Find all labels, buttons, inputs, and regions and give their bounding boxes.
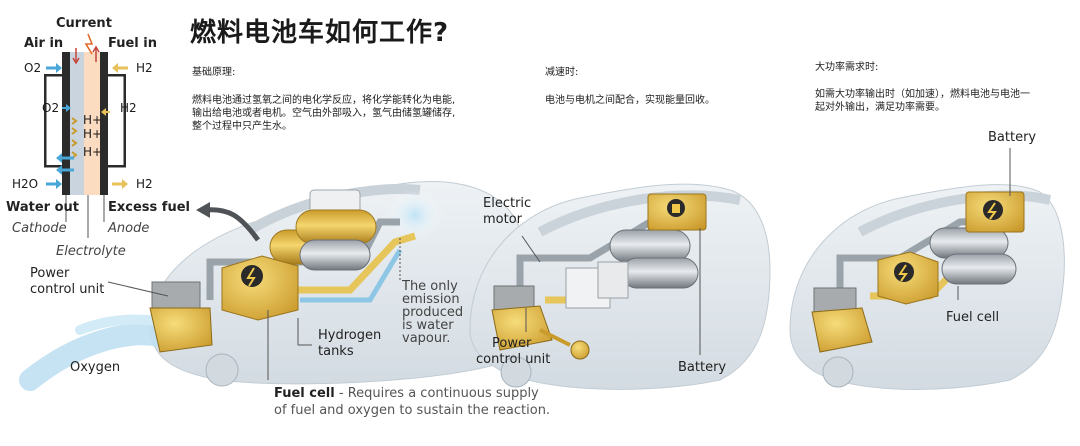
car2-pcu-line-2: control unit <box>476 352 550 367</box>
fuel-cell-term: Fuel cell <box>274 386 335 401</box>
car2-pcu-line-1: Power <box>492 336 531 351</box>
o2-top-label: O2 <box>24 61 41 75</box>
h2-mid-label: H2 <box>120 101 137 115</box>
fuel-cell-caption: Fuel cell - Requires a continuous supply <box>274 386 539 401</box>
motor-label-1: Electric <box>483 196 531 211</box>
car-3-illustration <box>790 148 1064 389</box>
emission-line-5: vapour. <box>402 332 450 346</box>
o2-mid-label: O2 <box>42 101 59 115</box>
electrolyte-label: Electrolyte <box>56 244 126 259</box>
current-label: Current <box>56 16 112 31</box>
cathode-label: Cathode <box>12 221 67 236</box>
fuel-in-label: Fuel in <box>108 36 157 51</box>
fuel-cell-desc-1: - Requires a continuous supply <box>335 386 539 401</box>
motor-label-2: motor <box>483 212 522 227</box>
car3-battery-label: Battery <box>988 130 1036 145</box>
car3-fuel-cell-label: Fuel cell <box>946 310 999 325</box>
decel-heading: 减速时: <box>545 66 578 80</box>
h2-top-label: H2 <box>136 61 153 75</box>
power-heading: 大功率需求时: <box>815 61 878 75</box>
h-plus-2: H+ <box>83 127 102 141</box>
power-line-2: 起对外输出，满足功率需要。 <box>815 101 945 115</box>
oxygen-label: Oxygen <box>70 360 120 375</box>
hydrogen-label-2: tanks <box>318 344 354 359</box>
air-in-label: Air in <box>24 36 63 51</box>
basic-line-1: 燃料电池通过氢氧之间的电化学反应，将化学能转化为电能, <box>192 94 455 108</box>
car-1-illustration <box>30 181 536 386</box>
hydrogen-label-1: Hydrogen <box>318 328 381 343</box>
fuel-cell-desc-2: of fuel and oxygen to sustain the reacti… <box>274 403 550 418</box>
power-line-1: 如需大功率输出时（如加速），燃料电池与电池一 <box>815 88 1030 102</box>
decel-line-1: 电池与电机之间配合，实现能量回收。 <box>545 94 715 108</box>
basic-line-2: 输出给电池或者电机。空气由外部吸入，氢气由储氢罐储存, <box>192 107 455 121</box>
excess-fuel-label: Excess fuel <box>108 200 190 215</box>
basic-line-3: 整个过程中只产生水。 <box>192 120 292 134</box>
h2o-label: H2O <box>12 177 38 191</box>
h-plus-1: H+ <box>83 113 102 127</box>
car2-battery-label: Battery <box>678 360 726 375</box>
h2-bottom-label: H2 <box>136 177 153 191</box>
water-out-label: Water out <box>6 200 79 215</box>
h-plus-3: H+ <box>83 145 102 159</box>
anode-label: Anode <box>108 221 149 236</box>
car1-pcu-line-1: Power <box>30 266 69 281</box>
basic-heading: 基础原理: <box>192 66 235 80</box>
page-title: 燃料电池车如何工作? <box>190 12 449 49</box>
car1-pcu-line-2: control unit <box>30 282 104 297</box>
